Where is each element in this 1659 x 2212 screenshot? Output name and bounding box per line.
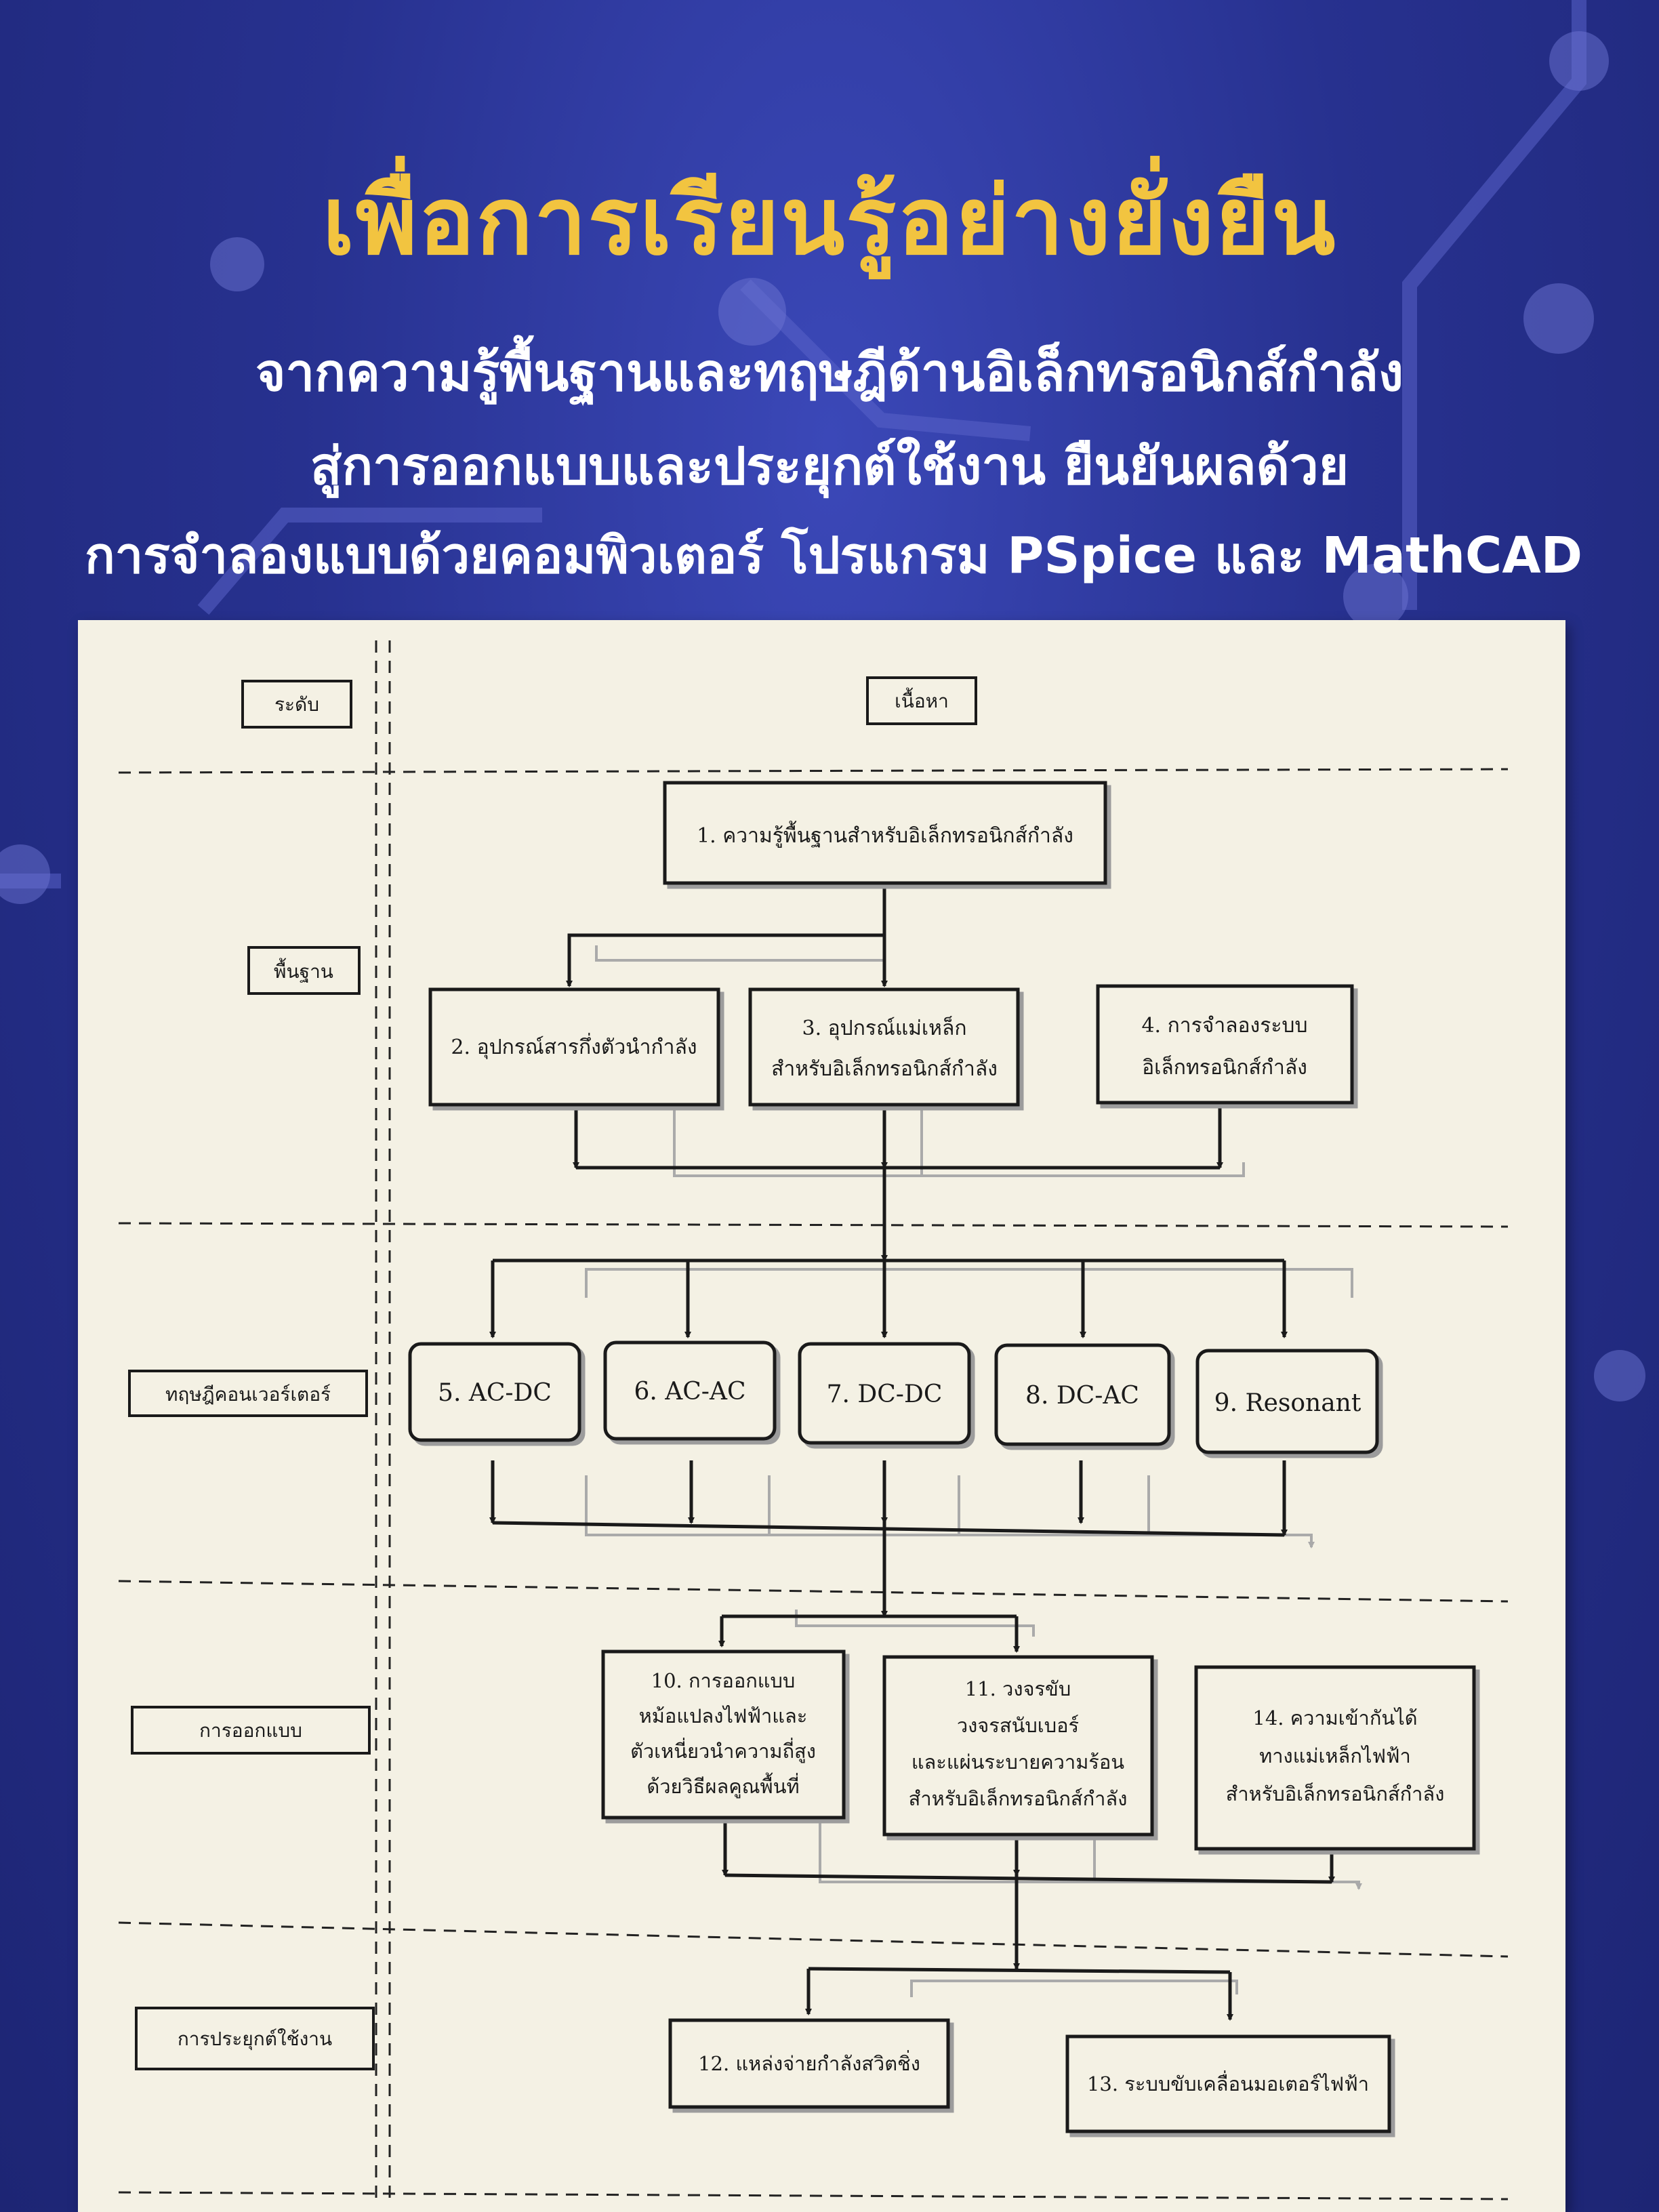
box-3-magnetic-components: 3. อุปกรณ์แม่เหล็ก สำหรับอิเล็กทรอนิกส์ก… [748,987,1020,1107]
flow-connectors [489,884,1335,2021]
cover-subline-2: สู่การออกแบบและประยุกต์ใช้งาน ยืนยันผลด้… [310,436,1349,496]
box-11-text-line2: วงจรสนับเบอร์ [957,1714,1079,1737]
box-7-text: 7. DC-DC [827,1380,943,1408]
box-10-text-line1: 10. การออกแบบ [651,1669,796,1692]
box-1-text: 1. ความรู้พื้นฐานสำหรับอิเล็กทรอนิกส์กำล… [697,821,1073,848]
box-6-text: 6. AC-AC [634,1378,745,1406]
level-box-design: การออกแบบ [131,1706,371,1755]
course-structure-diagram: ระดับ เนื้อหา พื้นฐาน ทฤษฎีคอนเวอร์เตอร์… [118,640,1509,2200]
box-14-text-line1: 14. ความเข้ากันได้ [1252,1706,1417,1729]
box-14-emc: 14. ความเข้ากันได้ ทางแม่เหล็กไฟฟ้า สำหร… [1194,1665,1476,1851]
box-2-text: 2. อุปกรณ์สารกึ่งตัวนำกำลัง [451,1033,697,1060]
box-12-switching-power-supply: 12. แหล่งจ่ายกำลังสวิตชิ่ง [668,2018,950,2109]
box-3-text-line2: สำหรับอิเล็กทรอนิกส์กำลัง [771,1056,998,1081]
level-label-basic: พื้นฐาน [274,958,333,983]
box-4-text-line2: อิเล็กทรอนิกส์กำลัง [1142,1054,1307,1080]
box-5-ac-dc: 5. AC-DC [408,1342,581,1442]
level-box-basic: พื้นฐาน [247,946,361,995]
box-8-text: 8. DC-AC [1025,1382,1139,1410]
box-14-text-line2: ทางแม่เหล็กไฟฟ้า [1259,1744,1411,1767]
box-4-text-line1: 4. การจำลองระบบ [1141,1014,1307,1038]
box-9-text: 9. Resonant [1214,1389,1361,1417]
box-10-text-line3: ตัวเหนี่ยวนำความถี่สูง [630,1738,816,1763]
box-6-ac-ac: 6. AC-AC [603,1340,777,1441]
header-level-box: ระดับ [241,680,352,729]
box-10-text-line2: หม้อแปลงไฟฟ้าและ [639,1704,808,1727]
box-2-power-semiconductors: 2. อุปกรณ์สารกึ่งตัวนำกำลัง [428,987,720,1107]
box-4-system-simulation: 4. การจำลองระบบ อิเล็กทรอนิกส์กำลัง [1096,984,1354,1105]
box-12-text: 12. แหล่งจ่ายกำลังสวิตชิ่ง [698,2050,920,2075]
level-label-application: การประยุกต์ใช้งาน [178,2028,332,2051]
box-11-text-line1: 11. วงจรขับ [965,1677,1071,1700]
box-9-resonant: 9. Resonant [1195,1349,1379,1454]
box-14-text-line3: สำหรับอิเล็กทรอนิกส์กำลัง [1226,1782,1445,1805]
level-box-converter-theory: ทฤษฎีคอนเวอร์เตอร์ [128,1370,368,1417]
box-1-power-electronics-fundamentals: 1. ความรู้พื้นฐานสำหรับอิเล็กทรอนิกส์กำล… [663,781,1107,885]
box-10-text-line4: ด้วยวิธีผลคูณพื้นที่ [647,1772,799,1799]
box-11-drive-snubber-heatsink: 11. วงจรขับ วงจรสนับเบอร์ และแผ่นระบายคว… [882,1655,1154,1837]
box-10-transformer-design: 10. การออกแบบ หม้อแปลงไฟฟ้าและ ตัวเหนี่ย… [601,1650,846,1820]
cover-subline-1: จากความรู้พื้นฐานและทฤษฎีด้านอิเล็กทรอนิ… [255,342,1404,403]
box-11-text-line3: และแผ่นระบายความร้อน [912,1750,1124,1774]
box-13-motor-drive: 13. ระบบขับเคลื่อนมอเตอร์ไฟฟ้า [1065,2034,1391,2133]
level-label-design: การออกแบบ [199,1719,302,1742]
shadow-connectors [585,945,1362,1997]
box-7-dc-dc: 7. DC-DC [798,1342,971,1445]
cover-headline: เพื่อการเรียนรู้อย่างยั่งยืน [322,167,1337,276]
header-level-label: ระดับ [274,693,319,716]
level-box-application: การประยุกต์ใช้งาน [135,2007,375,2070]
box-8-dc-ac: 8. DC-AC [994,1343,1171,1446]
section-dividers [118,640,1509,2200]
level-label-converter-theory: ทฤษฎีคอนเวอร์เตอร์ [165,1383,331,1406]
cover-subline-3: การจำลองแบบด้วยคอมพิวเตอร์ โปรแกรม PSpic… [84,527,1583,585]
diagram-panel: ระดับ เนื้อหา พื้นฐาน ทฤษฎีคอนเวอร์เตอร์… [78,620,1565,2212]
box-3-text-line1: 3. อุปกรณ์แม่เหล็ก [802,1015,966,1041]
box-5-text: 5. AC-DC [438,1379,552,1407]
box-11-text-line4: สำหรับอิเล็กทรอนิกส์กำลัง [909,1786,1128,1810]
header-content-box: เนื้อหา [866,676,977,725]
header-content-label: เนื้อหา [895,687,949,712]
box-13-text: 13. ระบบขับเคลื่อนมอเตอร์ไฟฟ้า [1087,2070,1369,2095]
